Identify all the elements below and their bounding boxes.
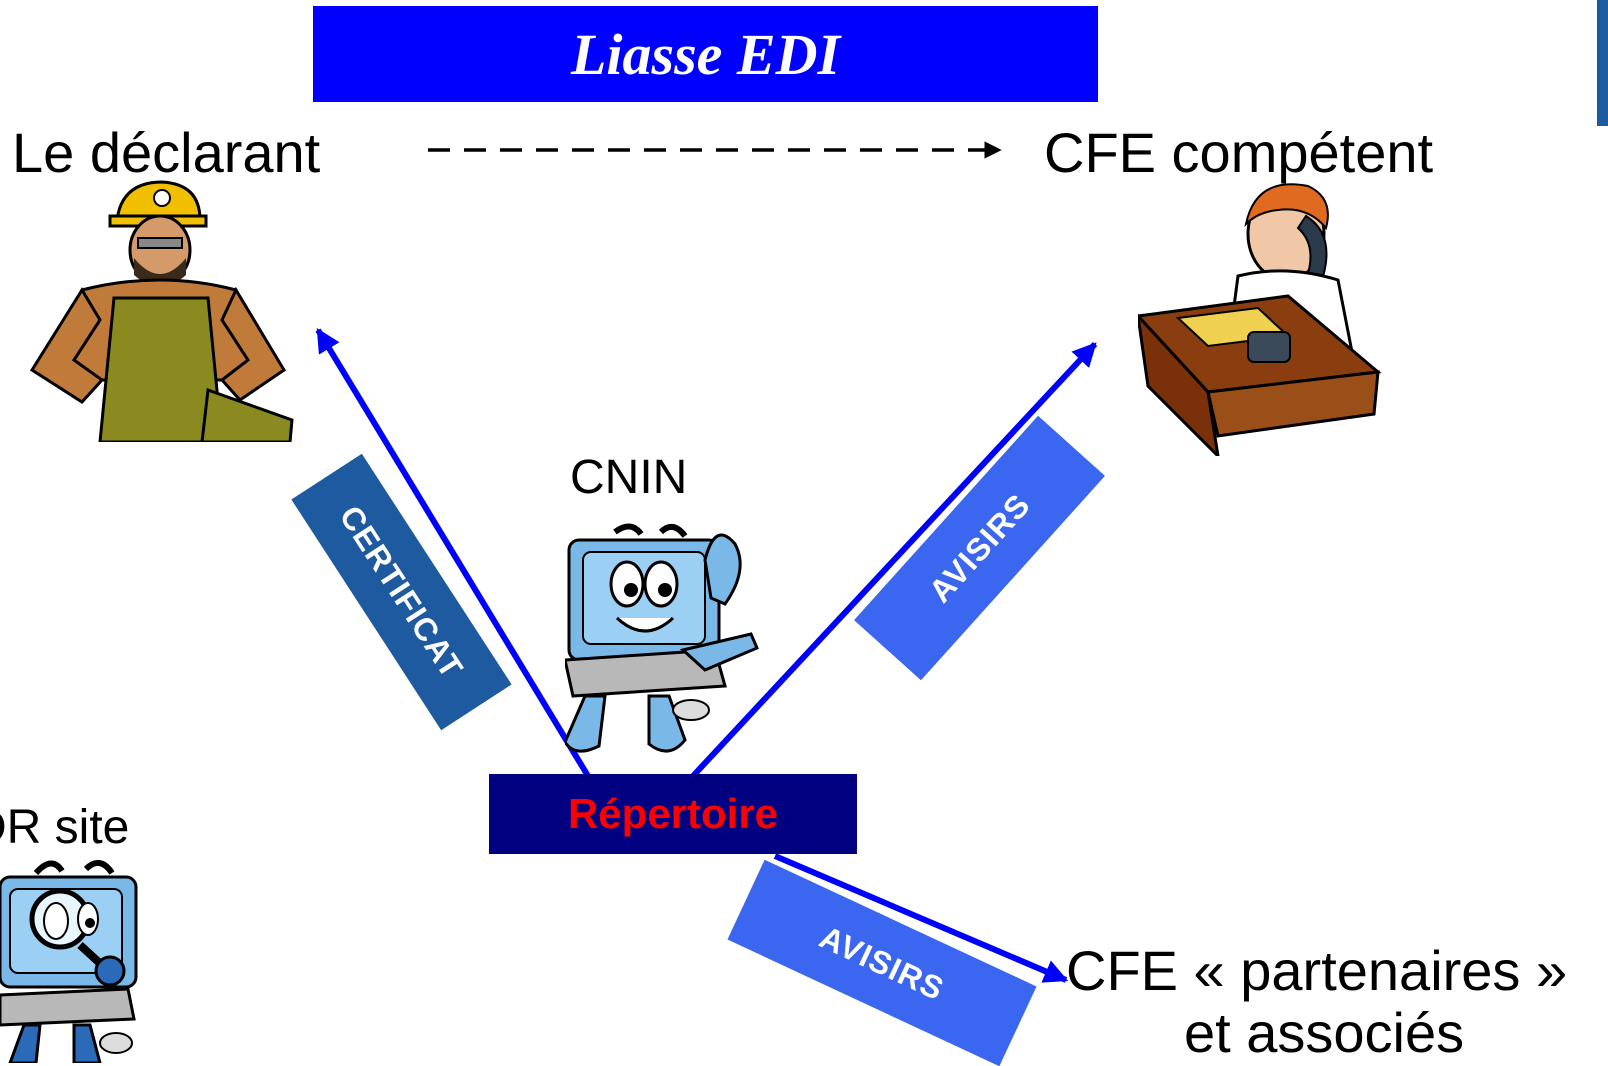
cfe-competent-label: CFE compétent [1044, 121, 1434, 184]
worker-illustration [29, 180, 294, 442]
liasse-edi-banner: Liasse EDI [313, 6, 1098, 102]
dr-site-label: DR site [0, 801, 130, 854]
avisirs-arrow-bottom [773, 853, 1069, 983]
declarant-label: Le déclarant [12, 121, 321, 184]
desk-agent-illustration [1138, 183, 1382, 456]
certificat-arrow [315, 327, 591, 778]
cfe-associes-label: et associés [1184, 1001, 1465, 1064]
dr-site-computer-mascot [0, 860, 138, 1063]
avisirs-arrow-top [690, 341, 1098, 779]
cnin-computer-mascot [565, 523, 759, 753]
cfe-partenaires-label: CFE « partenaires » [1066, 939, 1568, 1002]
repertoire-box: Répertoire [489, 774, 857, 854]
banner-title: Liasse EDI [570, 21, 841, 87]
repertoire-label: Répertoire [567, 790, 779, 837]
cnin-label: CNIN [570, 451, 688, 504]
edge-decoration [1597, 0, 1608, 126]
